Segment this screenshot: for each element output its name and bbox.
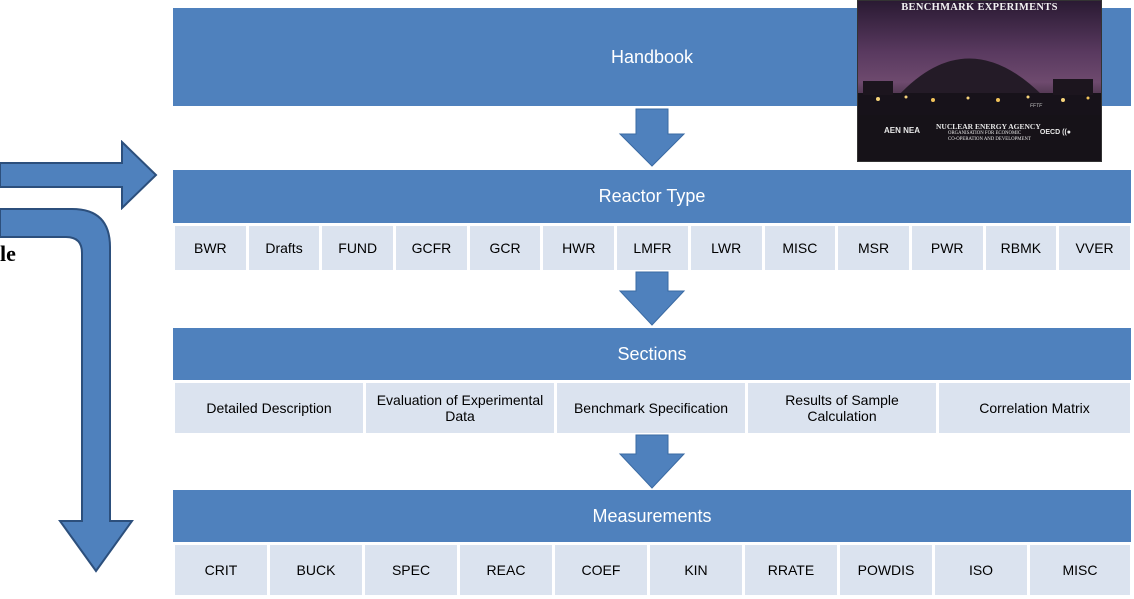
reactor-type-row: BWR Drafts FUND GCFR GCR HWR LMFR LWR MI… bbox=[175, 226, 1130, 270]
curved-down-arrow-icon bbox=[0, 208, 134, 573]
measurement-item: COEF bbox=[555, 545, 647, 595]
handbook-label: Handbook bbox=[610, 46, 694, 67]
side-partial-text: le bbox=[0, 241, 16, 266]
measurements-bar: Measurements bbox=[173, 490, 1131, 542]
org-line-2: CO-OPERATION AND DEVELOPMENT bbox=[948, 136, 1031, 142]
measurements-row: CRIT BUCK SPEC REAC COEF KIN RRATE POWDI… bbox=[175, 545, 1130, 595]
measurement-item: KIN bbox=[650, 545, 742, 595]
measurement-item: ISO bbox=[935, 545, 1027, 595]
section-item: Benchmark Specification bbox=[557, 383, 745, 433]
section-item: Detailed Description bbox=[175, 383, 363, 433]
reactor-type-item: LMFR bbox=[617, 226, 688, 270]
handbook-cover-image: BENCHMARK EXPERIMENTS FFTF AEN NEA NUCLE… bbox=[857, 0, 1102, 162]
agency-name: NUCLEAR ENERGY AGENCY bbox=[936, 122, 1041, 131]
reactor-type-item: MSR bbox=[838, 226, 909, 270]
measurement-item: REAC bbox=[460, 545, 552, 595]
section-item: Evaluation of Experimental Data bbox=[366, 383, 554, 433]
reactor-type-label: Reactor Type bbox=[598, 186, 706, 206]
reactor-type-item: Drafts bbox=[248, 226, 320, 270]
section-item: Correlation Matrix bbox=[939, 383, 1130, 433]
measurement-item: SPEC bbox=[365, 545, 457, 595]
cover-night-scene bbox=[858, 1, 1101, 117]
cover-caption: FFTF bbox=[1030, 103, 1043, 109]
reactor-type-item: BWR bbox=[175, 226, 246, 270]
measurement-item: POWDIS bbox=[840, 545, 932, 595]
reactor-type-item: FUND bbox=[322, 226, 394, 270]
nea-logo: AEN NEA bbox=[884, 126, 921, 135]
measurement-item: RRATE bbox=[745, 545, 837, 595]
sections-label: Sections bbox=[617, 343, 687, 364]
org-line-1: ORGANISATION FOR ECONOMIC bbox=[948, 131, 1022, 136]
nea-text: NUCLEAR ENERGY AGENCY ORGANISATION FOR E… bbox=[936, 122, 1041, 143]
measurement-item: MISC bbox=[1030, 545, 1130, 595]
sections-bar: Sections bbox=[173, 328, 1131, 380]
oecd-logo: OECD ((● bbox=[1040, 129, 1071, 136]
cover-footer: AEN NEA NUCLEAR ENERGY AGENCY ORGANISATI… bbox=[858, 115, 1101, 161]
section-item: Results of Sample Calculation bbox=[748, 383, 936, 433]
reactor-type-item: RBMK bbox=[985, 226, 1057, 270]
reactor-type-item: HWR bbox=[543, 226, 615, 270]
reactor-type-item: PWR bbox=[911, 226, 983, 270]
reactor-type-item: MISC bbox=[764, 226, 836, 270]
measurement-item: CRIT bbox=[175, 545, 267, 595]
reactor-type-bar: Reactor Type bbox=[173, 170, 1131, 223]
reactor-type-item: GCFR bbox=[396, 226, 467, 270]
measurements-label: Measurements bbox=[592, 505, 712, 526]
sections-row: Detailed Description Evaluation of Exper… bbox=[175, 383, 1130, 433]
measurement-item: BUCK bbox=[270, 545, 362, 595]
reactor-type-item: GCR bbox=[469, 226, 541, 270]
down-arrow-1-icon bbox=[618, 108, 686, 167]
reactor-type-item: VVER bbox=[1059, 226, 1130, 270]
down-arrow-2-icon bbox=[618, 271, 686, 326]
cover-title: BENCHMARK EXPERIMENTS bbox=[901, 2, 1058, 13]
down-arrow-3-icon bbox=[618, 434, 686, 489]
reactor-type-item: LWR bbox=[690, 226, 762, 270]
oecd-logo-mark-icon: ((● bbox=[1062, 129, 1071, 136]
oecd-logo-text: OECD bbox=[1039, 129, 1061, 136]
right-arrow-icon bbox=[0, 140, 158, 210]
